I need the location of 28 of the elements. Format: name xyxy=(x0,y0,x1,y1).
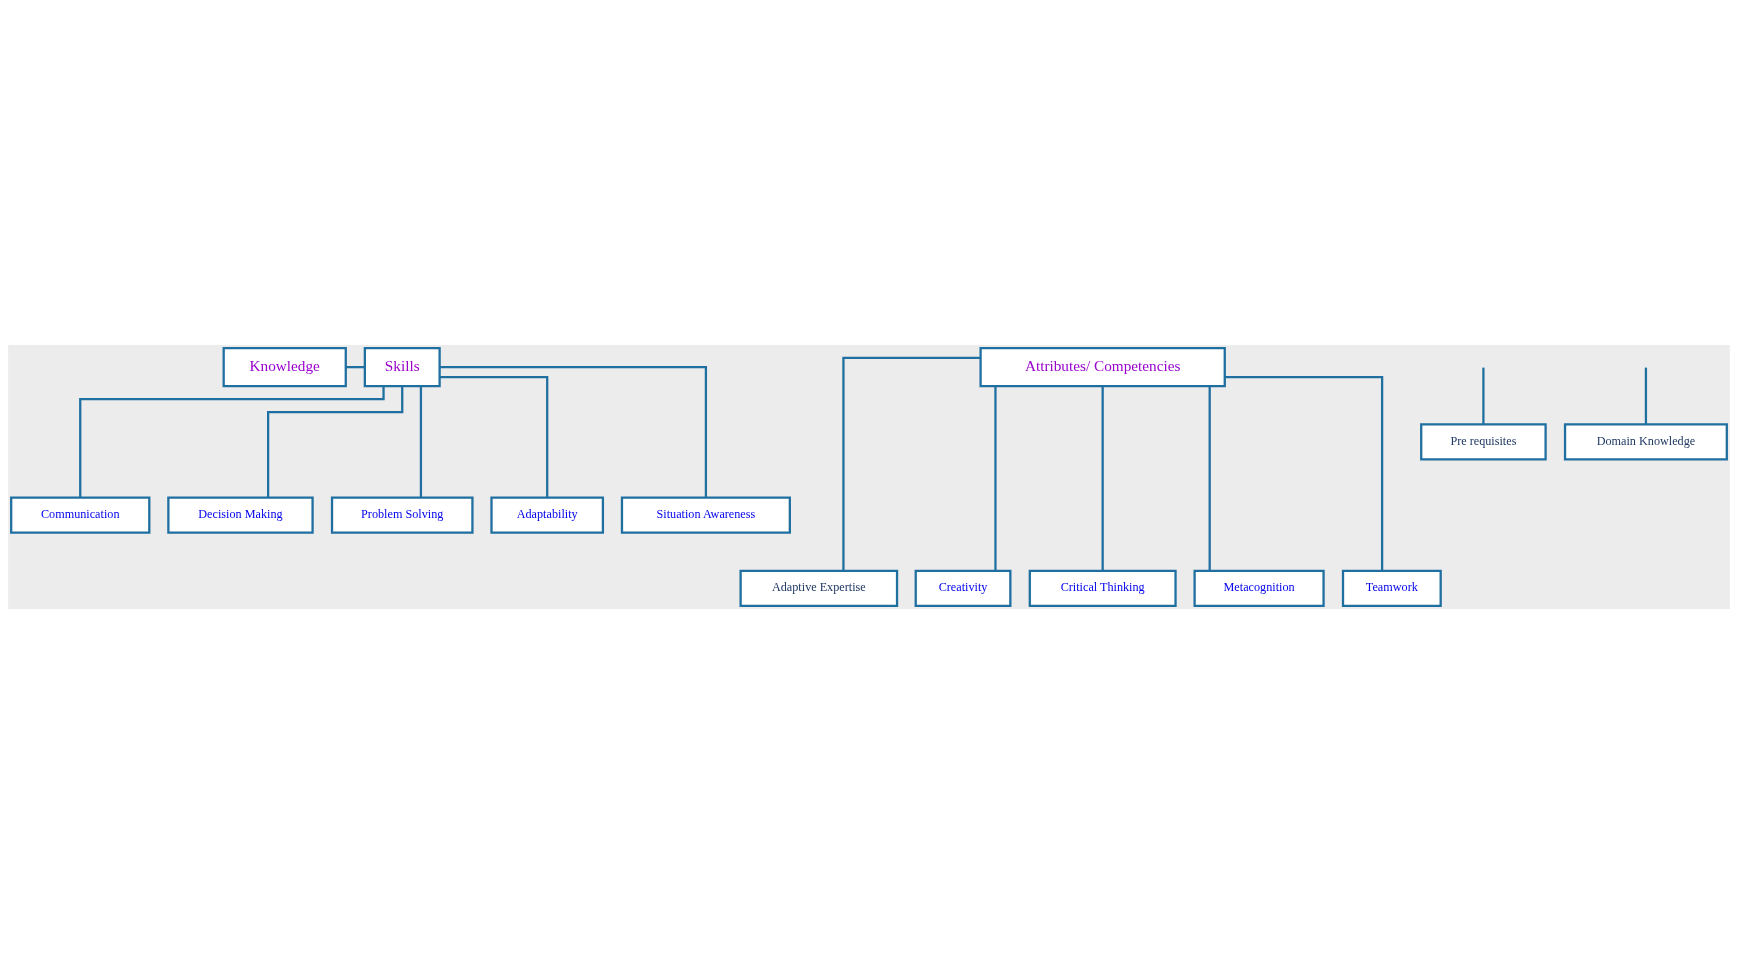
node-box: Critical Thinking xyxy=(1028,569,1177,608)
node-box: Communication xyxy=(10,496,151,534)
node-box: Pre requisites xyxy=(1420,423,1547,461)
node-box: Situation Awareness xyxy=(620,496,791,534)
connector xyxy=(994,386,997,571)
connector xyxy=(79,386,385,498)
connector xyxy=(1482,367,1485,425)
connector xyxy=(1644,367,1648,425)
node-box: Adaptive Expertise xyxy=(739,569,899,608)
node-box: Attributes/ Competencies xyxy=(979,346,1226,388)
node-box: Metacognition xyxy=(1193,569,1325,608)
connector xyxy=(842,356,981,571)
node-box: Creativity xyxy=(914,569,1012,608)
node-box: Adaptability xyxy=(490,496,605,534)
node-box: Domain Knowledge xyxy=(1563,423,1728,461)
connector xyxy=(439,366,708,498)
node-box: Knowledge xyxy=(222,346,347,388)
node-box: Skills xyxy=(363,346,441,388)
node-box: Teamwork xyxy=(1341,569,1442,608)
connector xyxy=(439,375,549,498)
connector xyxy=(345,366,365,369)
connector xyxy=(267,386,404,498)
connector xyxy=(1208,386,1211,571)
connector xyxy=(419,386,423,498)
connector xyxy=(1224,375,1384,571)
node-box: Decision Making xyxy=(167,496,314,534)
node-box: Problem Solving xyxy=(330,496,474,534)
connector xyxy=(1101,386,1104,571)
